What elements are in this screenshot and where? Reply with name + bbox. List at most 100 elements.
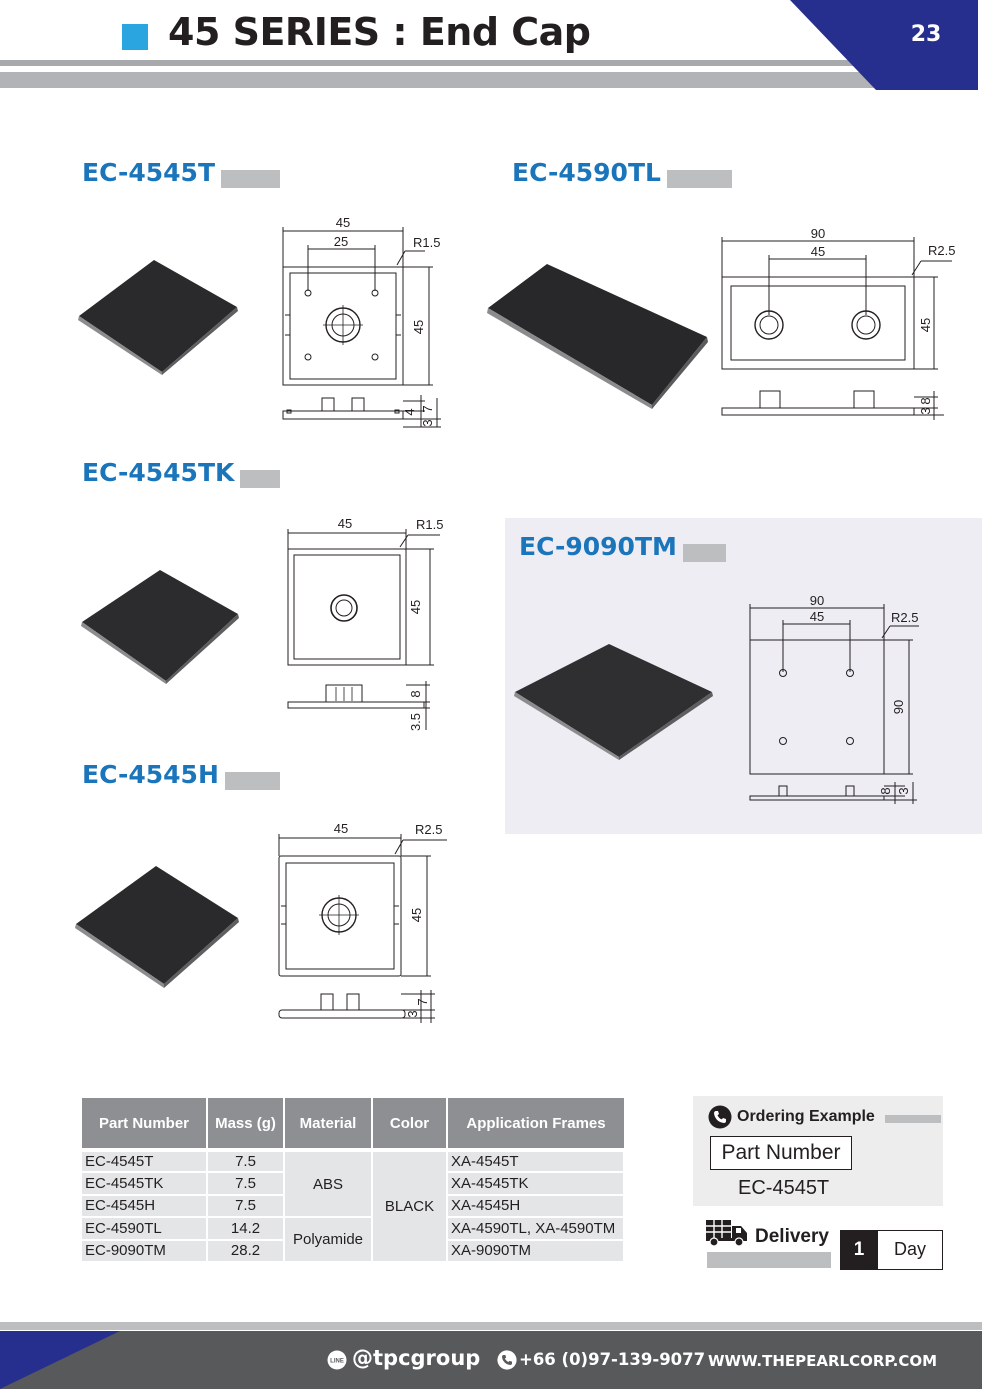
dim-width: 90 [811, 226, 825, 241]
dim-width: 45 [338, 516, 352, 531]
cell-part-number: EC-4545H [82, 1194, 208, 1219]
table-header-row: Part Number Mass (g) Material Color Appl… [82, 1098, 624, 1150]
page-number: 23 [910, 22, 942, 47]
cell-application-frames: XA-4545TK [447, 1172, 625, 1196]
ec-4590tl-drawing: 90 45 R2.5 45 3 8 [721, 226, 955, 420]
product-code: EC-9090TM [519, 532, 683, 562]
dim-thickness-1: 8 [408, 690, 423, 697]
dim-thickness-3: 7 [420, 405, 435, 412]
header-corner-shape [790, 0, 978, 90]
cell-part-number: EC-4545TK [82, 1172, 208, 1196]
ec-4545tk-photo [81, 570, 239, 684]
part-number-field: Part Number [710, 1136, 852, 1170]
part-number-example-value: EC-4545T [738, 1177, 830, 1199]
cell-application-frames: XA-4545H [447, 1194, 625, 1219]
cell-application-frames: XA-4590TL, XA-4590TM [447, 1217, 625, 1241]
dim-hole-spacing: 45 [810, 609, 824, 624]
cell-material-abs: ABS [284, 1147, 373, 1219]
ordering-title-bar [885, 1115, 941, 1123]
table-row: EC-9090TM 28.2 XA-9090TM [82, 1239, 625, 1263]
title-accent-square [122, 24, 148, 50]
column-header-color: Color [372, 1098, 448, 1150]
footer-line-id: @tpcgroup [352, 1346, 481, 1370]
section-heading-ec-4545t: EC-4545T [82, 158, 280, 188]
phone-icon [497, 1350, 517, 1370]
header-rule-thick [0, 72, 880, 88]
dim-width: 90 [810, 593, 824, 608]
line-app-icon: LINE [327, 1350, 347, 1370]
table-row: EC-4590TL 14.2 Polyamide XA-4590TL, XA-4… [82, 1217, 625, 1263]
phone-icon [708, 1105, 732, 1129]
dim-thickness-2: 7 [415, 998, 430, 1005]
product-code: EC-4545TK [82, 458, 241, 488]
delivery-bar [707, 1252, 831, 1268]
section-heading-ec-4590tl: EC-4590TL [512, 158, 732, 188]
line-badge-text: LINE [330, 1359, 344, 1365]
delivery-days-unit: Day [877, 1230, 943, 1270]
dim-height: 45 [918, 318, 933, 332]
truck-icon [706, 1220, 747, 1247]
table-row: EC-4545T 7.5 ABS BLACK XA-4545T [82, 1147, 625, 1263]
column-header-part-number: Part Number [82, 1098, 208, 1150]
footer-bar [0, 1331, 982, 1389]
footer-phone: +66 (0)97-139-9077 [519, 1350, 706, 1369]
section-heading-ec-9090tm: EC-9090TM [519, 532, 726, 562]
dim-height: 45 [408, 600, 423, 614]
dim-width: 45 [334, 821, 348, 836]
ec-4545t-drawing: 45 25 R1.5 45 4 3 7 [282, 215, 441, 428]
cell-mass: 7.5 [207, 1147, 285, 1174]
product-code: EC-4545H [82, 760, 225, 790]
dim-thickness-2: 3.5 [408, 713, 423, 731]
cell-part-number: EC-9090TM [82, 1239, 208, 1263]
dim-radius: R1.5 [416, 517, 443, 532]
column-header-mass: Mass (g) [207, 1098, 285, 1150]
cell-mass: 28.2 [207, 1239, 285, 1263]
ec-4545h-drawing: 45 R2.5 45 3 7 [278, 821, 447, 1023]
column-header-application-frames: Application Frames [447, 1098, 624, 1150]
dim-radius: R2.5 [891, 610, 918, 625]
footer-website: WWW.THEPEARLCORP.COM [708, 1352, 938, 1370]
cell-application-frames: XA-4545T [447, 1147, 625, 1174]
delivery-days-value: 1 [840, 1230, 878, 1270]
delivery-label: Delivery [755, 1226, 829, 1247]
dim-width: 45 [336, 215, 350, 230]
ec-4545h-photo [75, 866, 239, 988]
ec-9090tm-drawing: 90 45 R2.5 90 8 3 [749, 593, 919, 804]
section-heading-ec-4545tk: EC-4545TK [82, 458, 280, 488]
table-row: EC-4545TK 7.5 XA-4545TK [82, 1172, 625, 1196]
ec-9090tm-photo [514, 644, 713, 760]
dim-thickness-2: 3 [896, 787, 911, 794]
footer-corner-shape [0, 1331, 120, 1389]
spec-table: Part Number Mass (g) Material Color Appl… [82, 1098, 625, 1263]
cell-part-number: EC-4590TL [82, 1217, 208, 1241]
cell-material-polyamide: Polyamide [284, 1217, 373, 1263]
dim-hole-spacing: 25 [334, 234, 348, 249]
ordering-example-title: Ordering Example [737, 1108, 875, 1125]
dim-radius: R1.5 [413, 235, 440, 250]
ec-4590tl-photo [487, 264, 708, 409]
dim-thickness-1: 3 [918, 407, 933, 414]
cell-mass: 7.5 [207, 1172, 285, 1196]
footer-rule [0, 1322, 982, 1330]
dim-radius: R2.5 [928, 243, 955, 258]
dim-thickness-1: 8 [878, 787, 893, 794]
dim-thickness-1: 3 [405, 1010, 420, 1017]
ec-4545t-photo [78, 260, 238, 375]
table-row: EC-4545H 7.5 XA-4545H [82, 1194, 625, 1219]
dim-height: 90 [891, 700, 906, 714]
dim-height: 45 [409, 908, 424, 922]
dim-height: 45 [411, 320, 426, 334]
section-heading-ec-4545h: EC-4545H [82, 760, 280, 790]
dim-thickness-2: 8 [918, 397, 933, 404]
dim-thickness-1: 4 [402, 408, 417, 415]
cell-application-frames: XA-9090TM [447, 1239, 625, 1263]
ec-4545tk-drawing: 45 R1.5 45 8 3.5 [287, 516, 443, 731]
cell-part-number: EC-4545T [82, 1147, 208, 1174]
cell-color: BLACK [372, 1148, 448, 1263]
page-title: 45 SERIES : End Cap [168, 10, 591, 54]
dim-hole-spacing: 45 [811, 244, 825, 259]
product-code: EC-4545T [82, 158, 222, 188]
column-header-material: Material [284, 1098, 373, 1150]
product-code: EC-4590TL [512, 158, 667, 188]
cell-mass: 7.5 [207, 1194, 285, 1219]
